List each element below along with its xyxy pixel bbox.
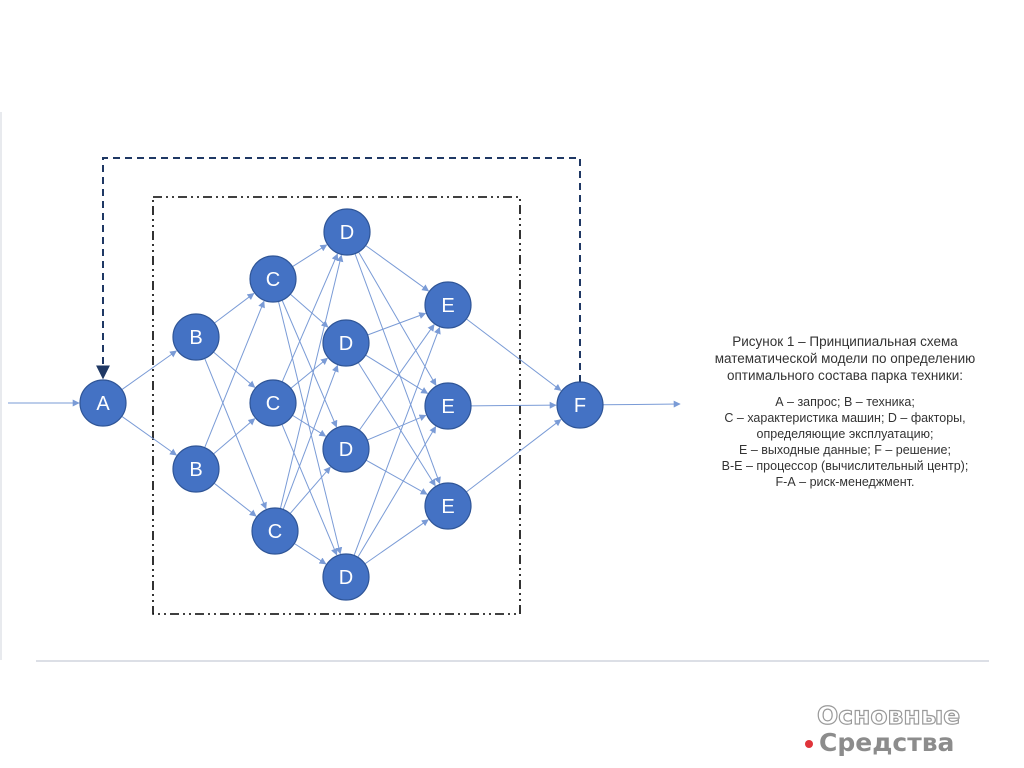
node-e1: E [424,281,472,329]
node-circle [424,382,472,430]
node-circle [556,381,604,429]
node-circle [172,445,220,493]
edge-b1-c2 [213,351,256,388]
node-f: F [556,381,604,429]
node-circle [249,255,297,303]
edge-c2-d3 [292,414,327,437]
edge-c3-d3 [289,466,331,514]
edge-d3-e2 [366,414,427,441]
node-circle [323,208,371,256]
node-circle [172,313,220,361]
edge-b1-c3 [204,358,267,510]
node-label: C [266,393,280,415]
node-c2: C [249,379,297,427]
node-label: C [268,521,282,543]
edge-d2-e3 [357,362,436,487]
node-b1: B [172,313,220,361]
edge-c3-d4 [294,543,327,565]
node-circle [251,507,299,555]
edge-d4-e2 [357,426,437,558]
edge-e1-f [466,318,562,391]
node-circle [322,319,370,367]
edge-d2-e1 [367,312,427,336]
node-circle [424,281,472,329]
node-b2: B [172,445,220,493]
watermark-line-1: Основные [816,701,961,730]
watermark-dot-icon [805,740,813,748]
edge-c3-d2 [282,364,339,510]
edge-d4-e1 [353,326,441,556]
edge-a-b1 [121,350,177,391]
edge-b2-c3 [213,482,257,517]
edge-d3-e1 [358,324,435,431]
caption-title-line: Рисунок 1 – Принципиальная схема [732,334,958,349]
edge-d2-e2 [365,354,429,394]
legend-line: А – запрос; В – техника; [775,395,915,409]
edge-c1-d1 [292,244,328,268]
node-e2: E [424,382,472,430]
node-label: D [339,567,353,589]
edge-d3-e3 [365,459,428,495]
node-label: E [441,396,454,418]
edge-a-b2 [121,415,177,456]
node-a: A [79,379,127,427]
edge-b2-c2 [213,418,256,455]
edge-c2-d4 [281,424,338,556]
figure-caption: Рисунок 1 – Принципиальная схема математ… [690,333,1000,490]
edge-b1-c1 [214,293,255,324]
node-circle [424,482,472,530]
edge-e3-f [465,419,562,493]
edge-c3-d1 [279,254,344,509]
node-d1: D [323,208,371,256]
node-circle [322,553,370,601]
legend-line: определяющие эксплуатацию; [756,427,934,441]
node-label: D [339,333,353,355]
edge-c2-d2 [290,357,328,389]
edge-c1-d2 [289,293,329,328]
node-label: B [189,327,202,349]
legend-line: В-Е – процессор (вычислительный центр); [721,459,969,473]
legend-line: Е – выходные данные; F – решение; [739,443,951,457]
node-label: C [266,269,280,291]
node-d4: D [322,553,370,601]
caption-title-line: математической модели по определению [714,351,976,366]
edge-d1-e3 [354,253,441,485]
node-label: B [189,459,202,481]
node-c3: C [251,507,299,555]
brand-watermark: Основные Средства [805,701,1010,756]
edge-d1-e2 [358,251,437,386]
node-d2: D [322,319,370,367]
node-circle [249,379,297,427]
node-label: F [574,395,586,417]
legend-line: С – характеристика машин; D – факторы, [724,411,966,425]
edge-d4-e3 [364,519,429,565]
edge-c2-d1 [281,253,339,383]
node-label: D [340,222,354,244]
caption-title-line: оптимального состава парка техники: [726,368,964,383]
edge-c1-d4 [277,301,343,555]
node-e3: E [424,482,472,530]
edge-f-out [602,400,681,408]
node-label: E [441,295,454,317]
node-label: D [339,439,353,461]
node-circle [322,425,370,473]
edge-c1-d3 [281,299,338,428]
watermark-line-2-text: Средства [819,728,955,757]
node-circle [79,379,127,427]
edges-layer [8,244,681,565]
edge-b2-c1 [204,300,265,448]
node-label: A [96,393,110,415]
edge-e2-f [470,401,557,409]
nodes-layer: A B B C C C D D D D E E E F [79,208,604,601]
caption-title: Рисунок 1 – Принципиальная схема математ… [690,333,1000,384]
edge-d1-e1 [365,245,430,292]
watermark-line-2: Средства [805,729,1010,756]
risk-management-feedback-arrow [96,157,581,382]
node-d3: D [322,425,370,473]
legend-line: F-А – риск-менеджмент. [775,475,915,489]
node-c1: C [249,255,297,303]
node-label: E [441,496,454,518]
